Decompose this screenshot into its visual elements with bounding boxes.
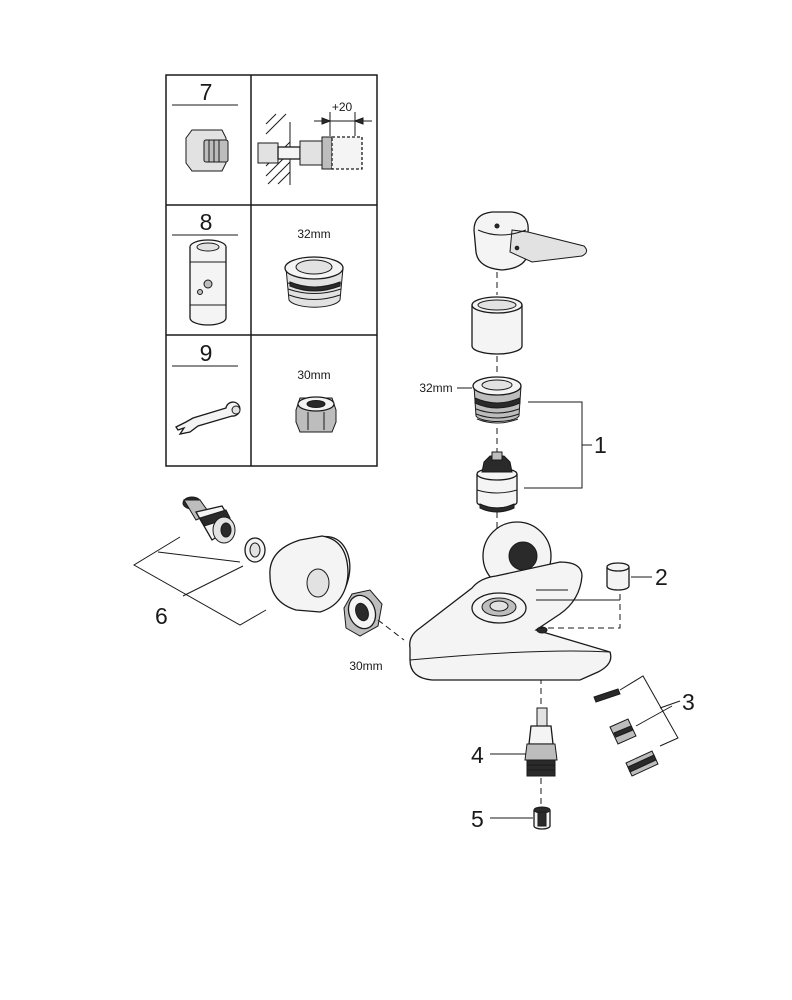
callout-4: 4 [471, 742, 484, 768]
wall-extension-drawing [257, 112, 372, 185]
handle-sleeve [471, 296, 523, 355]
cartridge-nut-dimension: 32mm [419, 381, 452, 395]
nut-30mm-icon [295, 396, 337, 433]
legend-table-frame [165, 74, 378, 467]
legend-number-7: 7 [200, 79, 213, 105]
mixer-body [409, 521, 620, 681]
callout-2: 2 [655, 564, 668, 590]
extension-dimension-label: +20 [332, 100, 353, 114]
legend-number-9: 9 [200, 340, 213, 366]
lever-handle [473, 211, 588, 271]
s-union-connector [182, 496, 236, 544]
legend-row-9: 9 30mm [172, 340, 337, 435]
extension-adapter-icon [185, 129, 229, 172]
callout-5: 5 [471, 806, 484, 832]
union-axis [377, 619, 405, 641]
nut-32mm-label: 32mm [297, 227, 330, 241]
sealing-washer [244, 537, 266, 563]
part-4-diverter [524, 707, 558, 777]
legend-table: 7 [165, 74, 378, 467]
legend-number-8: 8 [200, 209, 213, 235]
part-1-bracket [524, 401, 583, 489]
part-3-bracket [619, 675, 679, 747]
union-nut [343, 589, 383, 637]
union-nut-dimension: 30mm [349, 659, 382, 673]
part-2-plug [606, 562, 630, 591]
part-3-bracket [635, 705, 673, 727]
part-5-knob [533, 806, 551, 830]
socket-tool-icon [189, 239, 227, 326]
legend-row-7: 7 [172, 79, 372, 185]
part-3-leader [659, 700, 681, 709]
nut-30mm-label: 30mm [297, 368, 330, 382]
part-6-bracket [157, 551, 241, 563]
wrench-icon [175, 401, 241, 435]
wall-rosette [269, 535, 351, 613]
nut-32mm-icon [284, 256, 344, 308]
cartridge [476, 451, 518, 513]
aerator-seal [593, 688, 621, 703]
legend-row-8: 8 32mm [172, 209, 344, 326]
callout-3: 3 [682, 689, 695, 715]
part-6-connection-set [182, 496, 351, 613]
plug-axis [540, 594, 621, 629]
part-6-bracket [133, 536, 267, 626]
part-3-aerator-set [593, 688, 659, 777]
callout-1: 1 [594, 432, 607, 458]
part-6-leader [182, 565, 244, 597]
callout-6: 6 [155, 603, 168, 629]
cartridge-nut [472, 376, 522, 424]
